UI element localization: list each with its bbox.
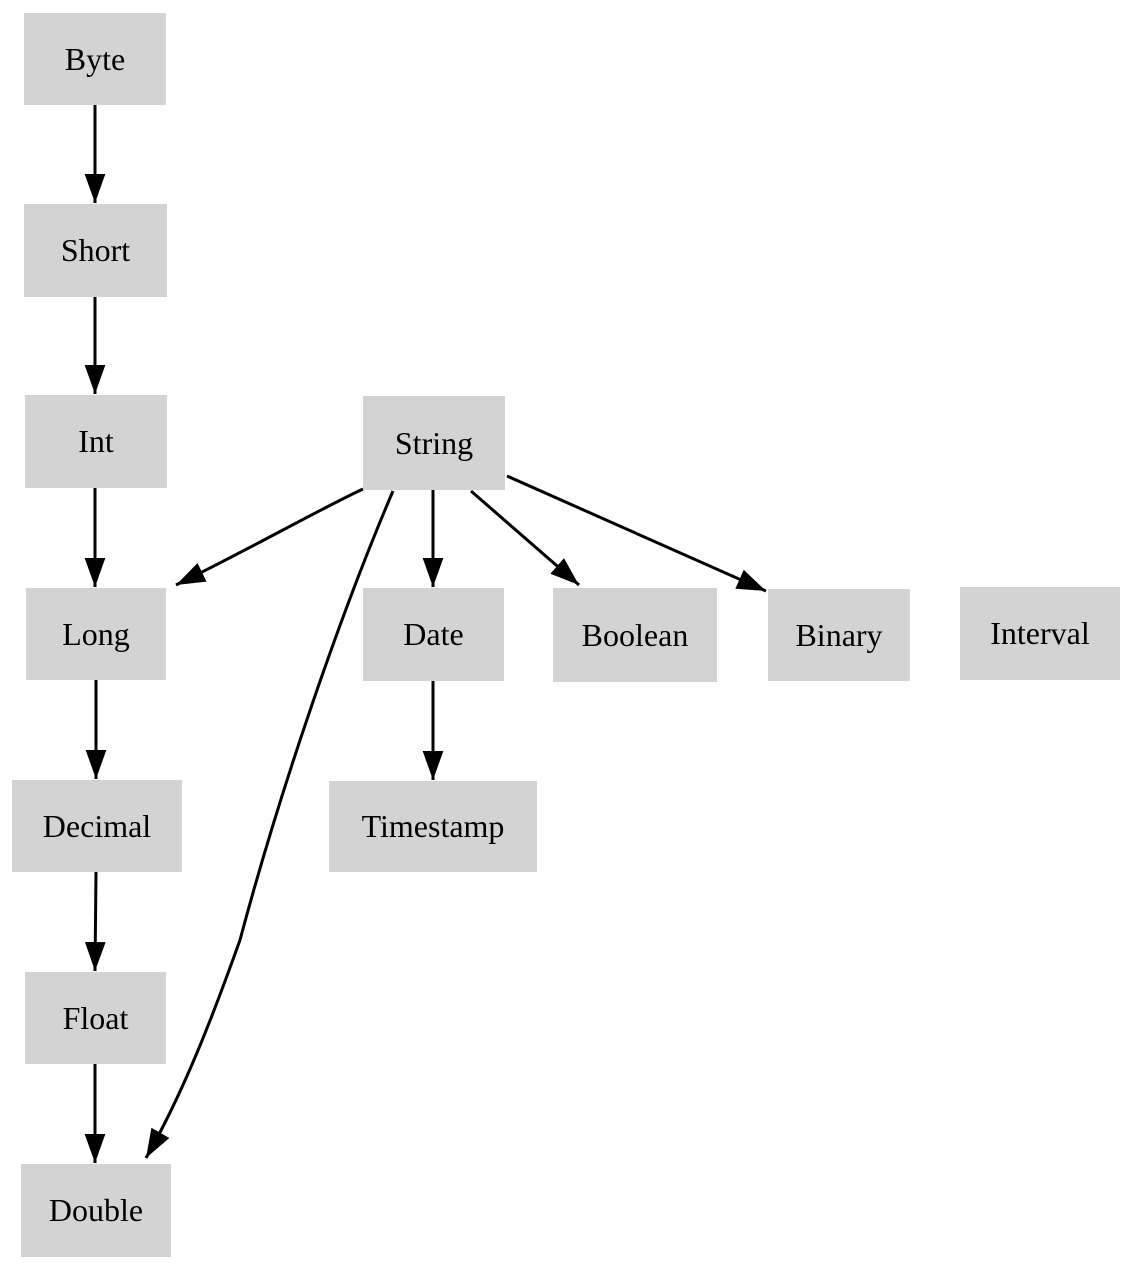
node-byte-label: Byte [64,40,126,77]
node-long: Long [26,588,166,680]
node-interval-label: Interval [990,615,1090,651]
node-string: String [363,396,505,490]
node-double-label: Double [48,1192,144,1228]
node-int: Int [25,395,167,488]
node-timestamp: Timestamp [329,781,537,872]
node-decimal: Decimal [12,780,182,872]
edge-string-boolean [470,489,580,587]
node-short: Short [24,204,167,297]
node-float-label: Float [62,999,129,1036]
node-byte: Byte [24,13,166,105]
node-boolean: Boolean [553,588,717,682]
node-double: Double [21,1164,171,1257]
node-long-label: Long [62,615,130,652]
edge-decimal-float [84,871,106,972]
edge-string-binary [506,474,767,593]
node-float: Float [25,972,166,1064]
node-timestamp-label: Timestamp [361,808,505,844]
node-boolean-label: Boolean [581,616,689,653]
node-interval: Interval [960,587,1120,680]
node-decimal-label: Decimal [42,807,152,844]
node-binary: Binary [768,589,910,681]
node-date-label: Date [403,616,464,652]
edge-string-long [175,487,364,587]
node-short-label: Short [60,232,131,268]
node-binary-label: Binary [795,616,883,653]
node-date: Date [363,588,504,681]
node-int-label: Int [78,423,114,459]
node-string-label: String [394,424,474,461]
edge-string-double [144,490,395,1159]
